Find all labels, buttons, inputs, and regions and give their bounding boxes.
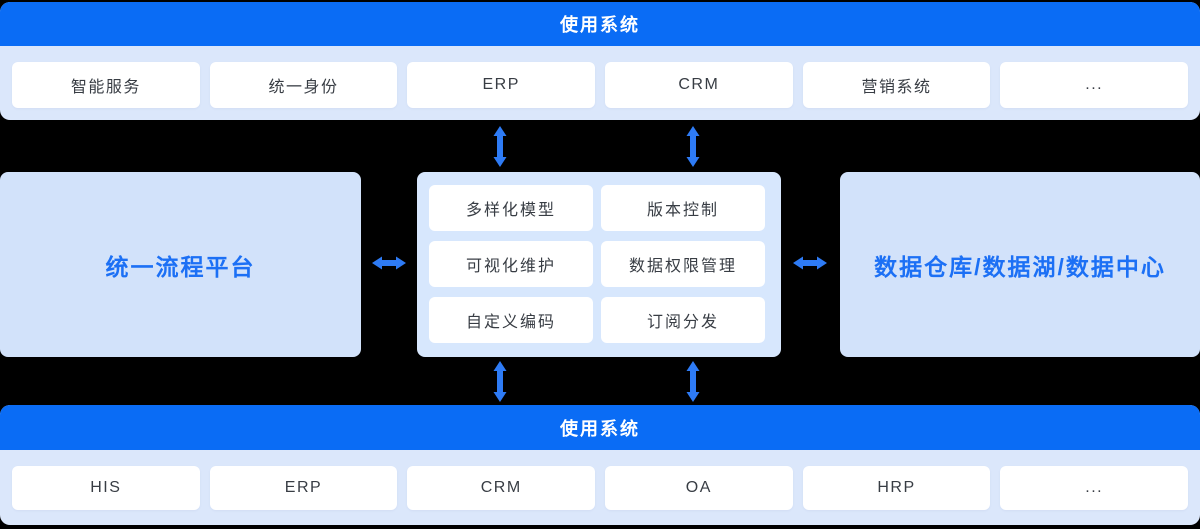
double-arrow-vertical-icon xyxy=(686,126,700,167)
double-arrow-vertical-icon xyxy=(686,361,700,402)
double-arrow-vertical-icon xyxy=(493,126,507,167)
middle-band: 统一流程平台 多样化模型版本控制可视化维护数据权限管理自定义编码订阅分发 数据仓… xyxy=(0,120,1200,405)
top-usage-systems-banner: 使用系统 xyxy=(0,2,1200,46)
system-box: OA xyxy=(605,466,793,510)
feature-chip: 多样化模型 xyxy=(429,185,593,231)
system-box: 营销系统 xyxy=(802,62,991,108)
data-warehouse-label: 数据仓库/数据湖/数据中心 xyxy=(874,253,1166,280)
bottom-usage-systems-banner: 使用系统 xyxy=(0,405,1200,450)
system-box: ERP xyxy=(407,62,596,108)
feature-chip: 自定义编码 xyxy=(429,297,593,343)
system-box: HIS xyxy=(12,466,200,510)
system-box: ... xyxy=(1000,466,1189,510)
system-box: ERP xyxy=(209,466,398,510)
system-box: CRM xyxy=(407,466,596,510)
process-platform-box: 统一流程平台 xyxy=(0,172,361,357)
system-box: 统一身份 xyxy=(209,62,398,108)
process-platform-label: 统一流程平台 xyxy=(105,253,256,280)
bottom-banner-title: 使用系统 xyxy=(560,418,640,439)
feature-chip: 数据权限管理 xyxy=(601,241,765,287)
top-banner-title: 使用系统 xyxy=(560,15,640,35)
feature-chip: 可视化维护 xyxy=(429,241,593,287)
system-box: ... xyxy=(1000,62,1189,108)
integration-hub-box: 多样化模型版本控制可视化维护数据权限管理自定义编码订阅分发 xyxy=(417,172,781,357)
double-arrow-vertical-icon xyxy=(493,361,507,402)
system-box: 智能服务 xyxy=(12,62,200,108)
double-arrow-horizontal-icon xyxy=(793,256,827,270)
data-warehouse-box: 数据仓库/数据湖/数据中心 xyxy=(840,172,1200,357)
double-arrow-horizontal-icon xyxy=(372,256,406,270)
feature-chip: 版本控制 xyxy=(601,185,765,231)
system-box: HRP xyxy=(802,466,991,510)
system-box: CRM xyxy=(605,62,793,108)
feature-chip: 订阅分发 xyxy=(601,297,765,343)
